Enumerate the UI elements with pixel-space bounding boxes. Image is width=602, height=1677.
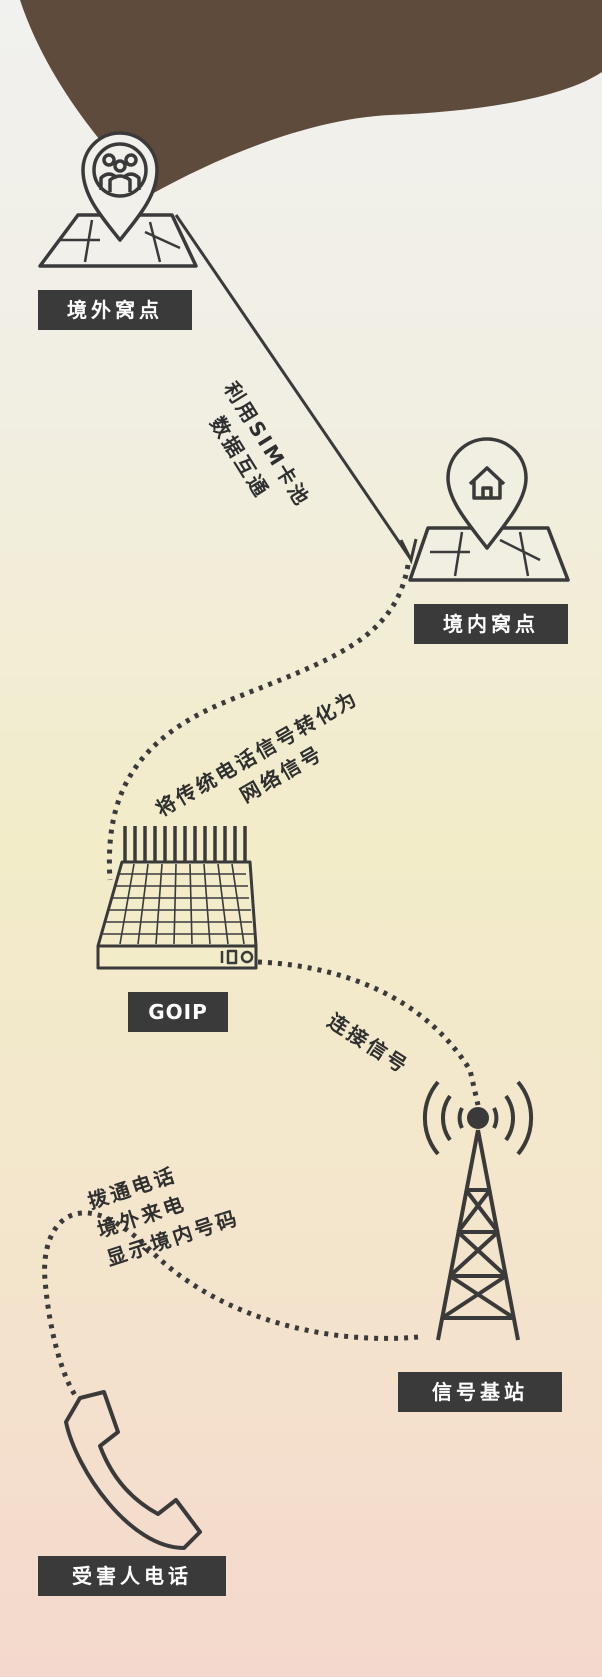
label-victim-phone: 受害人电话 xyxy=(38,1556,226,1596)
arrow-head-icon xyxy=(399,538,418,565)
brown-hill-shape xyxy=(20,0,602,195)
label-overseas-den: 境外窝点 xyxy=(38,290,192,330)
dotted-path-tower-phone xyxy=(42,1210,419,1397)
goip-device-icon xyxy=(96,826,258,970)
label-base-station: 信号基站 xyxy=(398,1372,562,1412)
domestic-den-icon xyxy=(408,437,570,582)
phone-handset-icon xyxy=(64,1390,202,1550)
signal-tower-icon xyxy=(422,1080,534,1341)
label-goip: GOIP xyxy=(128,992,228,1032)
label-domestic-den: 境内窝点 xyxy=(414,604,568,644)
dotted-path-goip-tower xyxy=(257,959,481,1106)
dotted-path-domestic-goip xyxy=(106,564,411,881)
arrow-line-sim xyxy=(174,214,412,559)
overseas-den-icon xyxy=(38,131,198,268)
